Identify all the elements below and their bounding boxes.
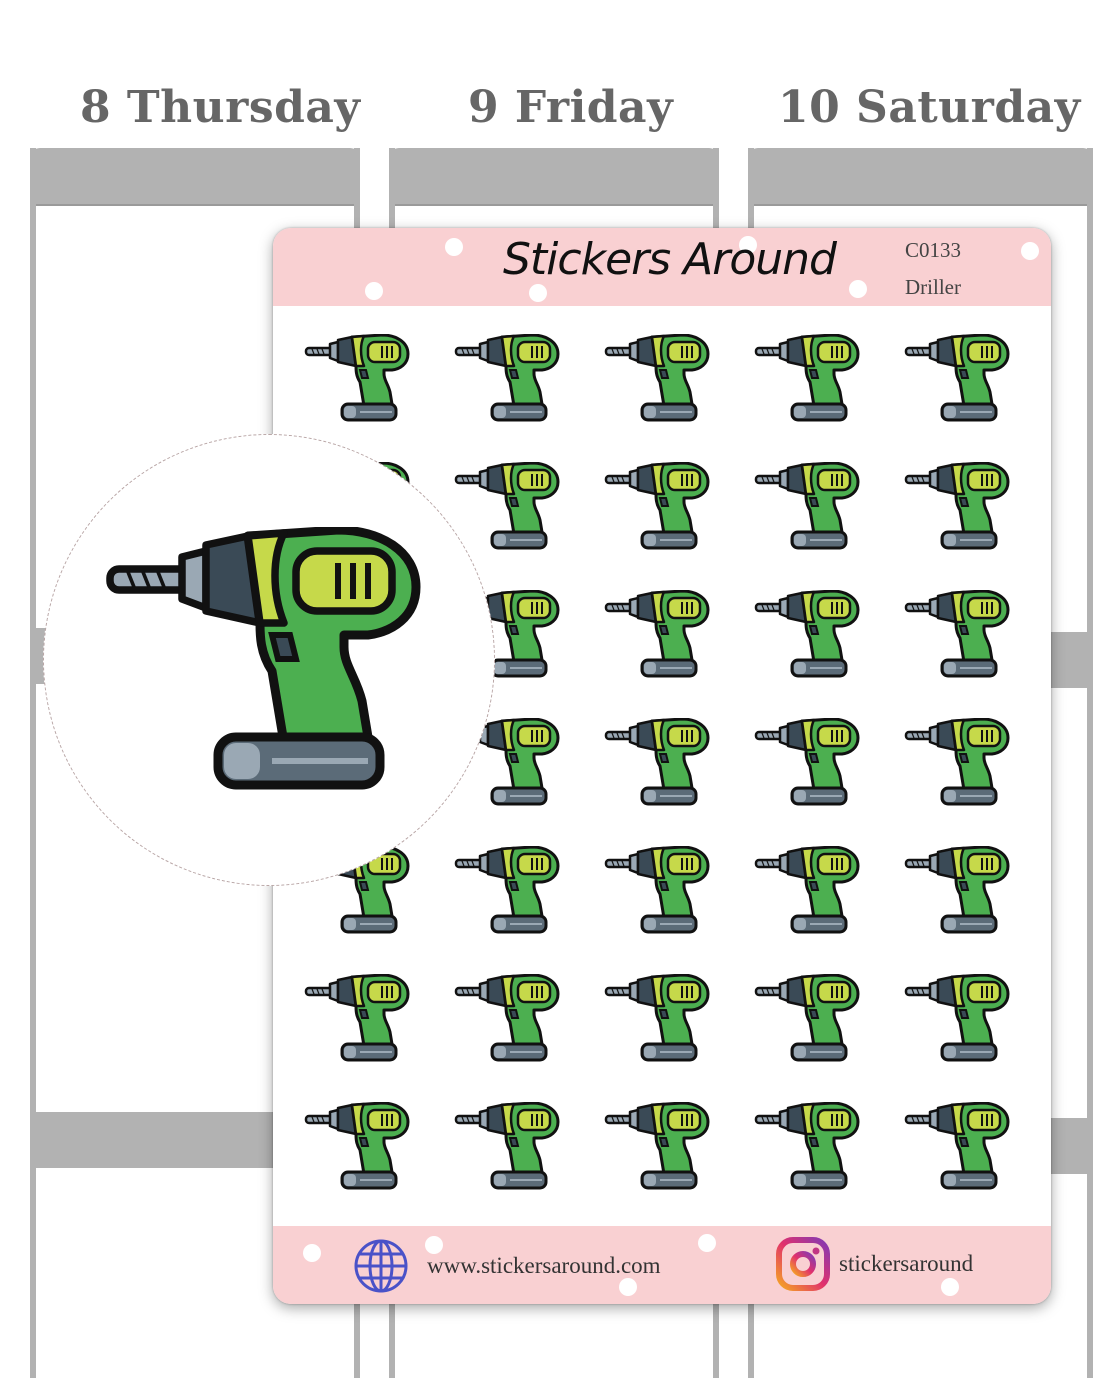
power-drill-icon (454, 974, 560, 1062)
instagram-link[interactable]: stickersaround (775, 1236, 973, 1292)
power-drill-icon (904, 974, 1010, 1062)
sticker-10 (903, 462, 1051, 590)
day-heading-thursday: 8 Thursday (80, 82, 361, 133)
power-drill-icon (604, 846, 710, 934)
sticker-18 (603, 718, 753, 846)
power-drill-icon (304, 1102, 410, 1190)
power-drill-icon (754, 1102, 860, 1190)
sticker-26 (303, 974, 453, 1102)
power-drill-icon (104, 527, 434, 797)
sticker-9 (753, 462, 903, 590)
sticker-22 (453, 846, 603, 974)
power-drill-icon (304, 974, 410, 1062)
power-drill-icon (754, 462, 860, 550)
power-drill-icon (754, 718, 860, 806)
sticker-33 (603, 1102, 753, 1230)
zoomed-sticker-preview (43, 434, 495, 886)
power-drill-icon (454, 462, 560, 550)
power-drill-icon (754, 974, 860, 1062)
sticker-20 (903, 718, 1051, 846)
power-drill-icon (904, 590, 1010, 678)
product-name: Driller (905, 275, 961, 299)
sticker-28 (603, 974, 753, 1102)
power-drill-icon (904, 718, 1010, 806)
website-text: www.stickersaround.com (427, 1253, 661, 1278)
product-code: C0133 (905, 238, 962, 262)
sheet-header: Stickers Around C0133 Driller (273, 228, 1051, 306)
sticker-15 (903, 590, 1051, 718)
power-drill-icon (304, 334, 410, 422)
power-drill-icon (904, 1102, 1010, 1190)
power-drill-icon (604, 334, 710, 422)
power-drill-icon (454, 334, 560, 422)
sticker-27 (453, 974, 603, 1102)
sticker-35 (903, 1102, 1051, 1230)
sticker-34 (753, 1102, 903, 1230)
sticker-2 (453, 334, 603, 462)
sticker-29 (753, 974, 903, 1102)
sticker-4 (753, 334, 903, 462)
power-drill-icon (754, 846, 860, 934)
day-heading-friday: 9 Friday (468, 82, 674, 133)
sticker-13 (603, 590, 753, 718)
instagram-icon (776, 1237, 830, 1291)
sticker-14 (753, 590, 903, 718)
power-drill-icon (604, 462, 710, 550)
sticker-25 (903, 846, 1051, 974)
power-drill-icon (904, 462, 1010, 550)
sticker-23 (603, 846, 753, 974)
sticker-8 (603, 462, 753, 590)
instagram-handle: stickersaround (839, 1251, 974, 1276)
power-drill-icon (904, 846, 1010, 934)
power-drill-icon (604, 718, 710, 806)
power-drill-icon (754, 334, 860, 422)
power-drill-icon (604, 974, 710, 1062)
sticker-24 (753, 846, 903, 974)
globe-icon (354, 1239, 408, 1293)
power-drill-icon (604, 1102, 710, 1190)
sticker-32 (453, 1102, 603, 1230)
power-drill-icon (604, 590, 710, 678)
power-drill-icon (454, 846, 560, 934)
sticker-30 (903, 974, 1051, 1102)
power-drill-icon (904, 334, 1010, 422)
sticker-3 (603, 334, 753, 462)
website-link[interactable]: www.stickersaround.com (353, 1238, 661, 1294)
brand-title: Stickers Around (503, 234, 837, 285)
sheet-footer: www.stickersaround.com stickersaround (273, 1226, 1051, 1304)
sticker-5 (903, 334, 1051, 462)
power-drill-icon (454, 1102, 560, 1190)
sticker-19 (753, 718, 903, 846)
day-heading-saturday: 10 Saturday (778, 82, 1081, 133)
sticker-31 (303, 1102, 453, 1230)
power-drill-icon (754, 590, 860, 678)
